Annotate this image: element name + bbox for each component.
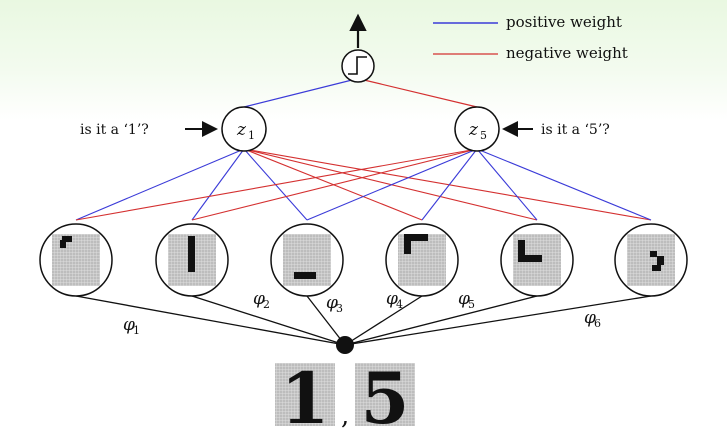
digit-1-image: 1 [275,357,335,437]
feature-stroke [188,236,195,272]
feature-label-sub: 2 [263,298,270,311]
hidden-node-sub: 5 [480,129,487,142]
hidden-to-output-edges [243,79,478,108]
input-edge [344,295,652,346]
legend-negative-label: negative weight [506,44,628,62]
feature-pixel-grid [627,234,675,286]
digit-grid [275,363,335,426]
weight-edge [75,148,478,221]
feature-stroke [294,272,316,279]
feature-stroke [518,240,525,262]
feature-node-4: φ4 [385,223,459,311]
input-edges [75,295,652,346]
feature-label: φ [458,289,470,309]
feature-stroke [650,251,657,257]
feature-label: φ [253,289,265,309]
output-node [341,13,375,83]
feature-node-3: φ3 [270,223,344,315]
feature-to-hidden-edges [75,148,652,221]
hidden-node-circle [221,106,267,152]
feature-label: φ [584,308,596,328]
input-node [336,336,354,354]
weight-edge [243,148,652,221]
digit-5-image: 5 [355,357,415,437]
weight-edge [476,148,652,221]
feature-stroke [652,265,661,271]
hidden-node-sub: 1 [248,129,255,142]
feature-label-sub: 6 [594,317,601,330]
feature-label-sub: 1 [133,324,140,337]
weight-edge [191,148,245,221]
weight-edge [243,79,353,108]
input-edge [344,295,538,346]
step-function-icon [348,56,367,75]
feature-stroke [404,234,428,241]
feature-label-sub: 3 [336,302,343,315]
weight-edge [306,148,478,221]
hidden-node-question: is it a ‘1’? [80,122,149,138]
input-edge [306,295,346,346]
feature-node-5: φ5 [458,223,574,311]
feature-stroke [657,256,664,265]
feature-stroke [60,240,66,248]
weight-edge [363,79,478,108]
feature-label: φ [386,289,398,309]
feature-node-1: φ1 [39,223,140,337]
hidden-node-var: z [236,120,247,140]
legend-positive-label: positive weight [506,13,622,31]
input-edge [75,295,346,346]
weight-edge [476,148,538,221]
digit-glyph: 1 [281,357,330,437]
weight-edge [75,148,245,221]
hidden-node-var: z [468,120,479,140]
input-digits: 1 , 5 [275,357,415,437]
hidden-node-circle [454,106,500,152]
feature-node-2: φ2 [155,223,270,311]
digit-separator: , [341,401,349,431]
feature-label-sub: 5 [468,298,475,311]
weight-edge [421,148,478,221]
weight-edge [191,148,478,221]
input-edge [191,295,346,346]
weight-edge [243,148,538,221]
feature-node-6: φ6 [584,223,688,330]
digit-glyph: 5 [361,357,410,437]
hidden-node-question: is it a ‘5’? [541,122,610,138]
feature-label-sub: 4 [396,298,403,311]
hidden-node-z5: z 5 is it a ‘5’? [454,106,610,152]
feature-pixel-grid [52,234,100,286]
feature-label: φ [123,315,135,335]
input-edge [344,295,423,346]
digit-grid [355,363,415,426]
hidden-node-z1: z 1 is it a ‘1’? [80,106,267,152]
feature-label: φ [326,293,338,313]
feature-stroke [518,255,542,262]
output-circle [341,49,375,83]
feature-stroke [404,234,411,254]
feature-stroke [62,236,72,242]
legend: positive weight negative weight [433,13,628,62]
